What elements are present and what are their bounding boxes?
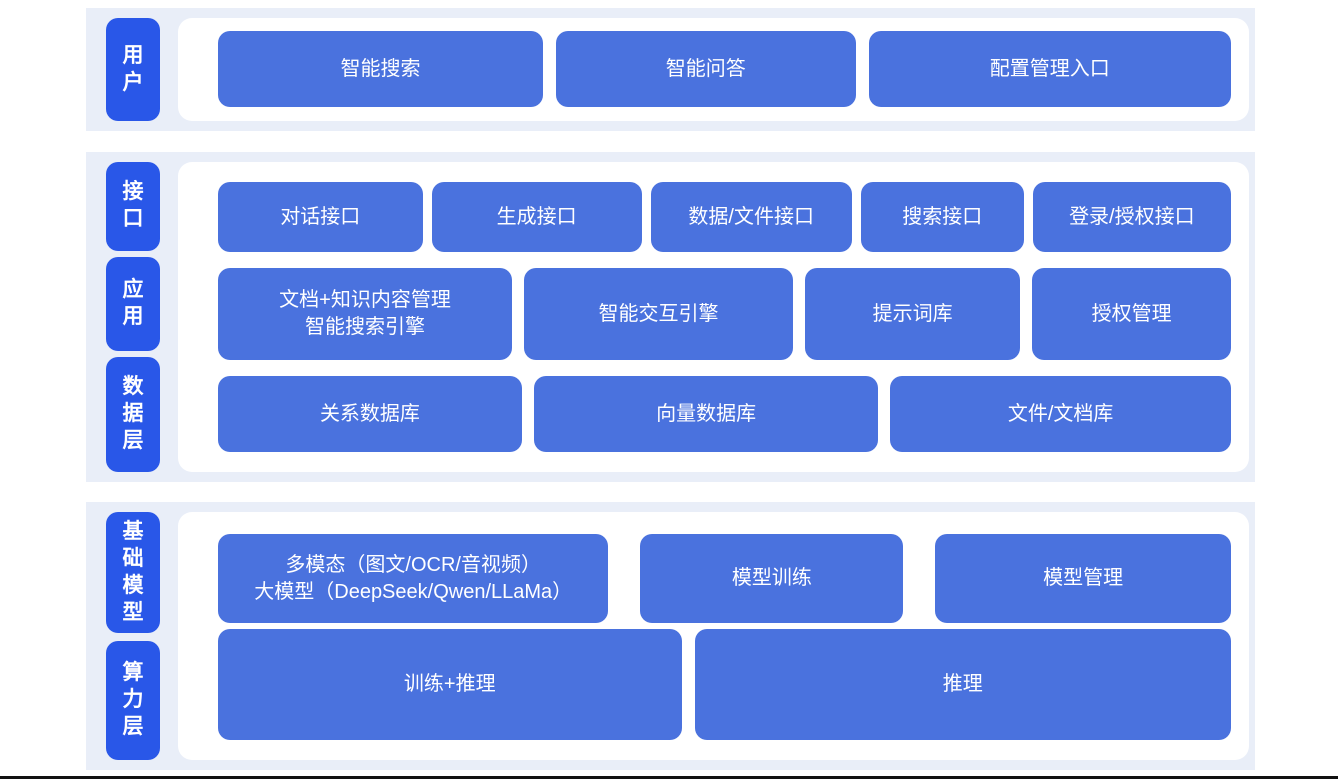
bottom-divider xyxy=(0,776,1338,779)
diagram-canvas: 用户 智能搜索 智能问答 配置管理入口 接口 应用 数据层 对话接口 生成接口 xyxy=(86,8,1255,770)
block-smart-interaction-engine: 智能交互引擎 xyxy=(524,268,794,360)
interface-row: 对话接口 生成接口 数据/文件接口 搜索接口 登录/授权接口 xyxy=(218,182,1231,252)
block-search-api: 搜索接口 xyxy=(860,182,1024,252)
block-multimodal-llm: 多模态（图文/OCR/音视频） 大模型（DeepSeek/Qwen/LLaMa） xyxy=(218,534,609,623)
block-login-auth-api: 登录/授权接口 xyxy=(1032,182,1231,252)
layer-bottom: 基础模型 算力层 多模态（图文/OCR/音视频） 大模型（DeepSeek/Qw… xyxy=(86,502,1255,770)
block-smart-search: 智能搜索 xyxy=(218,31,543,107)
data-row: 关系数据库 向量数据库 文件/文档库 xyxy=(218,376,1231,452)
block-inference: 推理 xyxy=(694,629,1231,740)
block-file-doc-store: 文件/文档库 xyxy=(890,376,1231,452)
block-prompt-library: 提示词库 xyxy=(805,268,1021,360)
layer-middle-card: 对话接口 生成接口 数据/文件接口 搜索接口 登录/授权接口 文档+知识内容管理… xyxy=(178,162,1249,472)
layer-user: 用户 智能搜索 智能问答 配置管理入口 xyxy=(86,8,1255,131)
layer-label-base-model: 基础模型 xyxy=(106,512,160,634)
block-model-training: 模型训练 xyxy=(640,534,904,623)
block-data-file-api: 数据/文件接口 xyxy=(650,182,852,252)
layer-user-card: 智能搜索 智能问答 配置管理入口 xyxy=(178,18,1249,121)
block-config-entry: 配置管理入口 xyxy=(868,31,1231,107)
block-model-management: 模型管理 xyxy=(935,534,1231,623)
block-smart-qa: 智能问答 xyxy=(555,31,856,107)
layer-bottom-card: 多模态（图文/OCR/音视频） 大模型（DeepSeek/Qwen/LLaMa）… xyxy=(178,512,1249,760)
layer-label-interface: 接口 xyxy=(106,162,160,251)
layer-middle-label-column: 接口 应用 数据层 xyxy=(106,162,160,473)
user-row: 智能搜索 智能问答 配置管理入口 xyxy=(218,31,1231,107)
layer-middle: 接口 应用 数据层 对话接口 生成接口 数据/文件接口 搜索接口 登录/授权接口… xyxy=(86,152,1255,482)
block-text-line: 智能搜索引擎 xyxy=(305,316,425,338)
layer-label-application: 应用 xyxy=(106,256,160,351)
block-generation-api: 生成接口 xyxy=(431,182,642,252)
layer-label-compute-layer: 算力层 xyxy=(106,641,160,760)
block-text-line: 多模态（图文/OCR/音视频） xyxy=(285,553,541,576)
application-row: 文档+知识内容管理 智能搜索引擎 智能交互引擎 提示词库 授权管理 xyxy=(218,268,1231,360)
layer-label-data-layer: 数据层 xyxy=(106,356,160,473)
block-training-inference: 训练+推理 xyxy=(218,629,682,740)
compute-row: 训练+推理 推理 xyxy=(218,629,1231,740)
block-text-line: 大模型（DeepSeek/Qwen/LLaMa） xyxy=(254,580,573,603)
block-auth-management: 授权管理 xyxy=(1032,268,1231,360)
block-relational-db: 关系数据库 xyxy=(218,376,522,452)
layer-bottom-label-column: 基础模型 算力层 xyxy=(106,512,160,760)
block-dialog-api: 对话接口 xyxy=(218,182,423,252)
block-doc-knowledge-search-engine: 文档+知识内容管理 智能搜索引擎 xyxy=(218,268,512,360)
block-text-line: 文档+知识内容管理 xyxy=(279,289,451,311)
block-vector-db: 向量数据库 xyxy=(533,376,879,452)
layer-label-user: 用户 xyxy=(106,18,160,121)
layer-user-label-column: 用户 xyxy=(106,18,160,121)
base-model-row: 多模态（图文/OCR/音视频） 大模型（DeepSeek/Qwen/LLaMa）… xyxy=(218,534,1231,623)
